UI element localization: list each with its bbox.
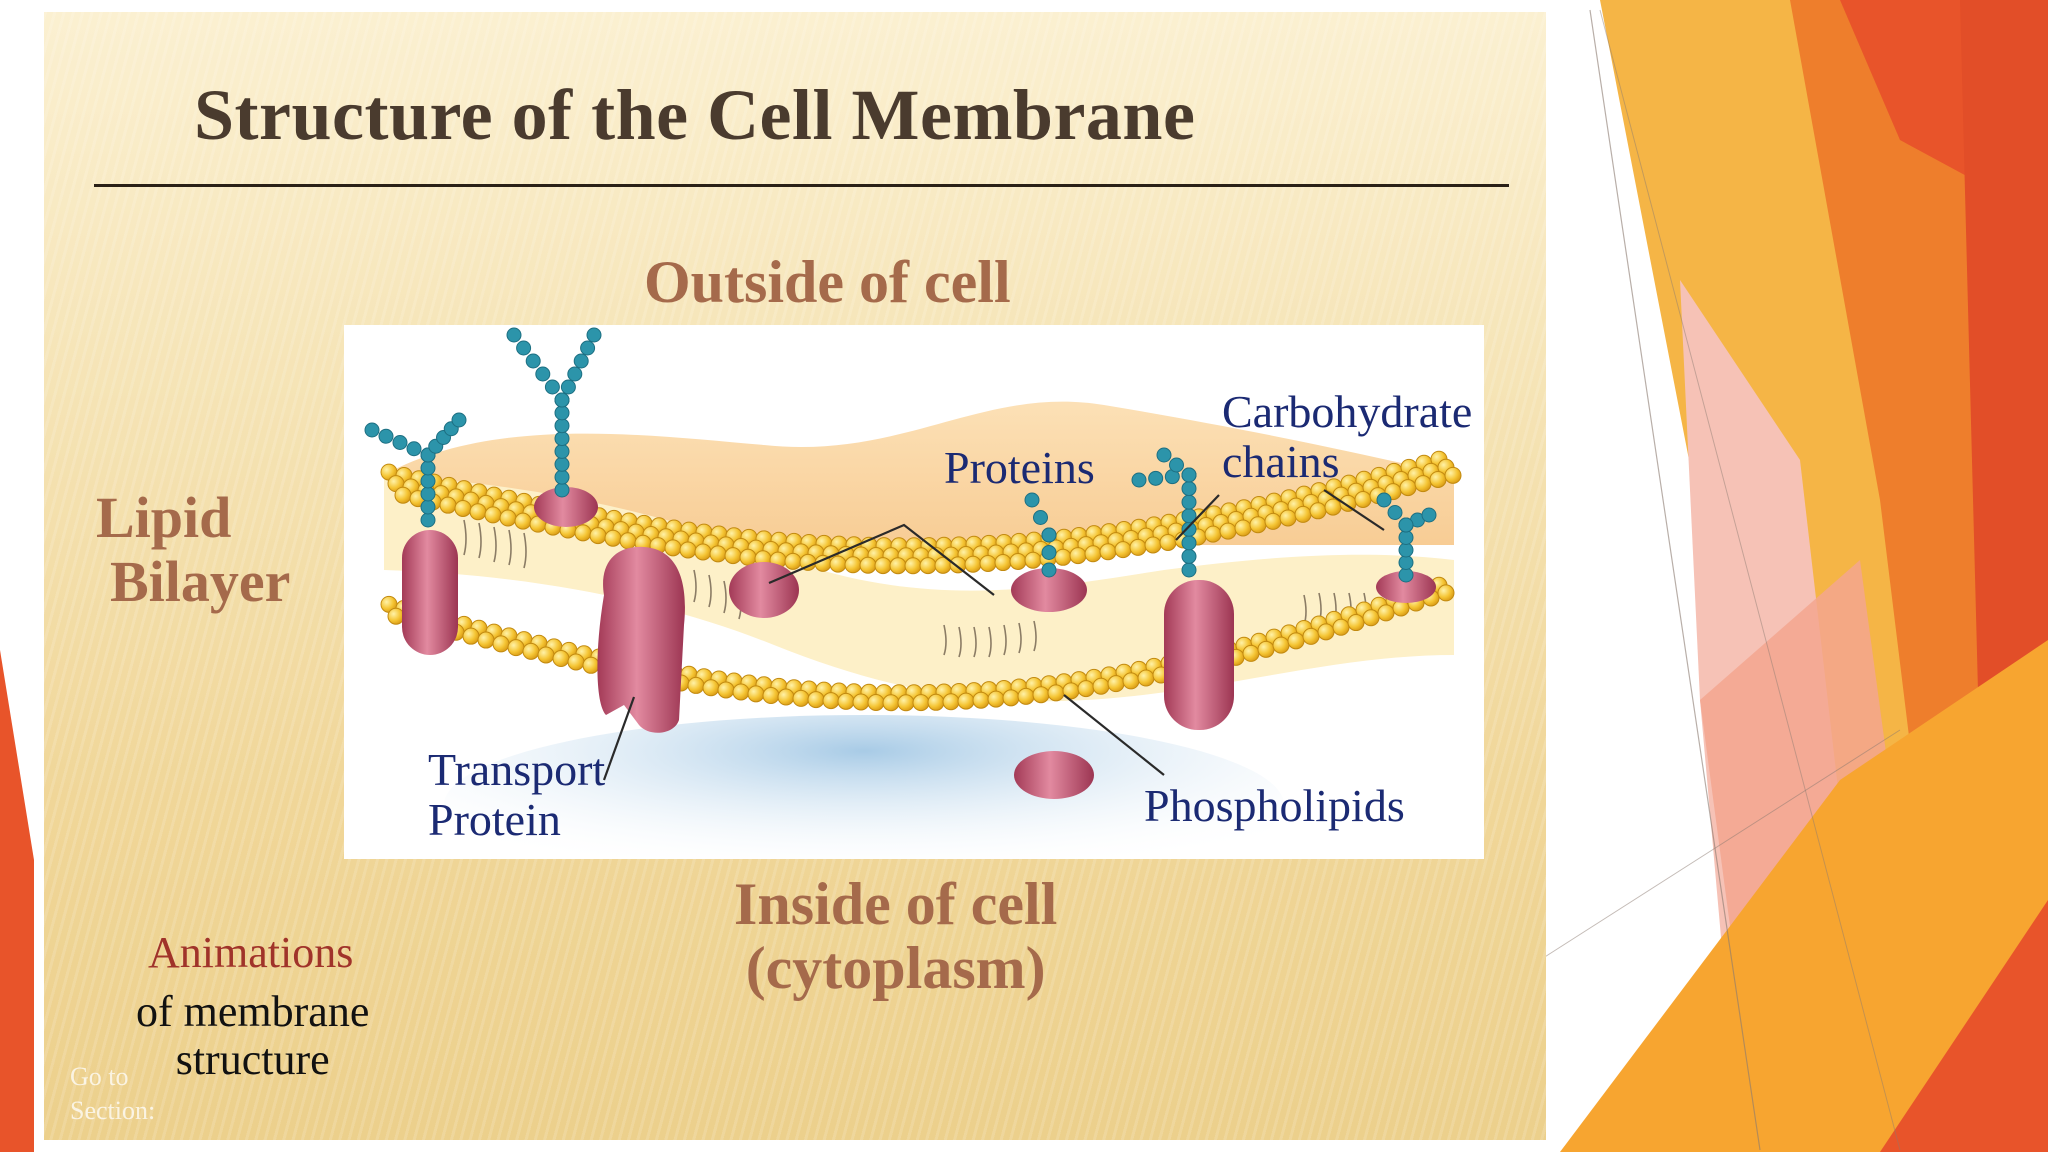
- protein-upper-left: [534, 487, 598, 527]
- page-title: Structure of the Cell Membrane: [194, 75, 1196, 155]
- title-divider: [94, 184, 1509, 187]
- phospholipids-label: Phospholipids: [1144, 780, 1405, 831]
- carbohydrate-label-line1: Carbohydrate: [1222, 386, 1473, 437]
- goto-line2: Section:: [70, 1096, 156, 1125]
- lipid-bilayer-label-line1: Lipid: [96, 485, 232, 550]
- slide-canvas: Structure of the Cell Membrane Outside o…: [44, 12, 1546, 1140]
- transport-label-line2: Protein: [428, 794, 561, 845]
- protein-left: [402, 530, 458, 655]
- protein-small: [729, 562, 799, 618]
- protein-right: [1164, 580, 1234, 730]
- lipid-bilayer-label-line2: Bilayer: [110, 549, 291, 614]
- carbohydrate-chains-label: Carbohydrate chains: [1222, 387, 1472, 487]
- transport-protein: [597, 546, 685, 733]
- animations-desc-line2: structure: [175, 1035, 330, 1084]
- protein-lower: [1014, 751, 1094, 799]
- goto-line1: Go to: [70, 1062, 129, 1091]
- transport-protein-label: Transport Protein: [428, 745, 605, 845]
- animations-description: of membrane structure: [136, 988, 369, 1084]
- outside-of-cell-label: Outside of cell: [644, 249, 1011, 315]
- transport-label-line1: Transport: [428, 744, 606, 795]
- inside-of-cell-label: Inside of cell (cytoplasm): [734, 872, 1057, 1000]
- proteins-label: Proteins: [944, 442, 1095, 493]
- inside-label-line1: Inside of cell: [734, 871, 1058, 937]
- go-to-section-button[interactable]: Go to Section:: [70, 1060, 155, 1128]
- protein-far-right: [1376, 571, 1436, 603]
- carbohydrate-label-line2: chains: [1222, 436, 1340, 487]
- animations-link[interactable]: Animations: [148, 928, 354, 977]
- protein-center: [1011, 568, 1087, 612]
- animations-desc-line1: of membrane: [136, 987, 370, 1036]
- membrane-diagram: Proteins Carbohydrate chains Transport P…: [344, 325, 1484, 859]
- membrane-illustration: [364, 327, 1462, 859]
- lipid-bilayer-label: Lipid Bilayer: [96, 486, 290, 614]
- inside-label-line2: (cytoplasm): [745, 935, 1046, 1001]
